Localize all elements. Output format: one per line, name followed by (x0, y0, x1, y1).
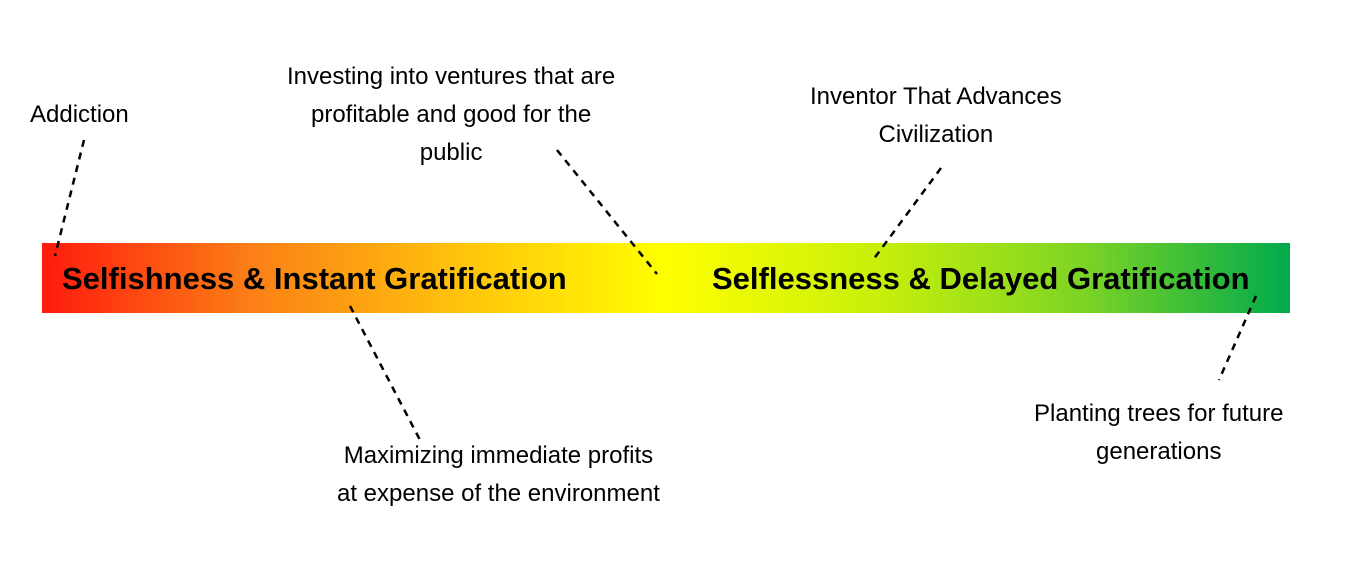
selfishness-label: Selfishness & Instant Gratification (62, 261, 567, 296)
callout-addiction: Addiction (30, 96, 129, 134)
maximizing-leader-line (348, 305, 422, 441)
callout-addiction-line-1: Addiction (30, 101, 129, 128)
callout-inventor-line-2: Civilization (878, 121, 994, 148)
callout-maximizing: Maximizing immediate profits at expense … (337, 437, 660, 513)
callout-investing-line-1: Investing into ventures that are (287, 63, 616, 90)
selflessness-label: Selflessness & Delayed Gratification (712, 261, 1250, 296)
callout-maximizing-line-1: Maximizing immediate profits (343, 442, 654, 469)
callout-maximizing-line-2: at expense of the environment (337, 480, 660, 507)
addiction-leader-line (53, 139, 86, 257)
callout-inventor-line-1: Inventor That Advances (810, 83, 1062, 110)
callout-planting: Planting trees for future generations (1034, 395, 1283, 471)
callout-investing: Investing into ventures that are profita… (287, 58, 615, 172)
callout-planting-line-1: Planting trees for future (1034, 400, 1284, 427)
callout-inventor: Inventor That Advances Civilization (810, 78, 1062, 154)
callout-planting-line-2: generations (1096, 438, 1222, 465)
callout-investing-line-3: public (419, 139, 483, 166)
callout-investing-line-2: profitable and good for the (310, 101, 592, 128)
gradient-spectrum-bar (42, 243, 1290, 313)
